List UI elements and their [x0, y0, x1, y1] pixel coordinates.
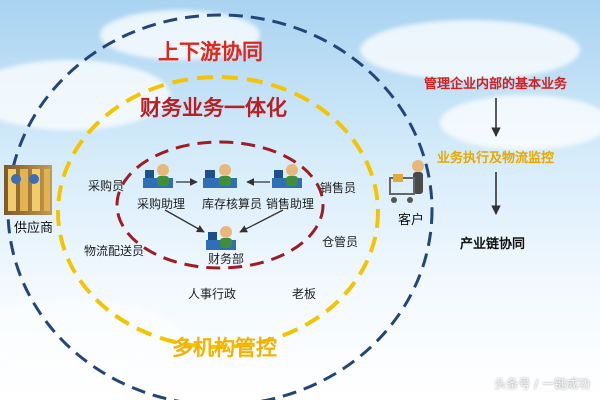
node-inventory-accountant: 库存核算员: [202, 197, 263, 211]
arrow-purchase-to-finance: [164, 209, 205, 233]
node-finance-dept: 财务部: [208, 252, 245, 266]
role-warehouse: 仓管员: [322, 235, 359, 249]
middle-ring: [56, 75, 380, 349]
role-sales: 销售员: [320, 181, 357, 195]
flow-step-2: 业务执行及物流监控: [437, 151, 555, 166]
watermark: 头条号 / 一键成功: [494, 377, 590, 391]
role-logistics: 物流配送员: [84, 244, 145, 258]
worker-icon-purchase: [143, 164, 173, 188]
role-hr: 人事行政: [188, 287, 237, 301]
role-boss: 老板: [292, 287, 317, 301]
supplier-warehouse-icon: [4, 165, 52, 215]
worker-icon-sales: [272, 164, 302, 188]
worker-icon-finance: [206, 226, 236, 250]
arrow-sales-to-finance: [239, 209, 284, 233]
flow-step-1: 管理企业内部的基本业务: [424, 77, 568, 92]
outer-title: 上下游协同: [158, 40, 263, 64]
middle-title: 财务业务一体化: [140, 96, 287, 120]
customer-cart-icon: [389, 160, 424, 203]
worker-icon-inventory: [203, 164, 237, 188]
flow-step-3: 产业链协同: [460, 237, 526, 252]
customer-label: 客户: [398, 213, 425, 228]
bottom-title: 多机构管控: [172, 336, 277, 360]
role-purchaser: 采购员: [88, 179, 125, 193]
inner-ring: [115, 140, 325, 270]
node-purchase-assistant: 采购助理: [137, 197, 186, 211]
node-sales-assistant: 销售助理: [266, 197, 315, 211]
supplier-label: 供应商: [14, 221, 54, 236]
